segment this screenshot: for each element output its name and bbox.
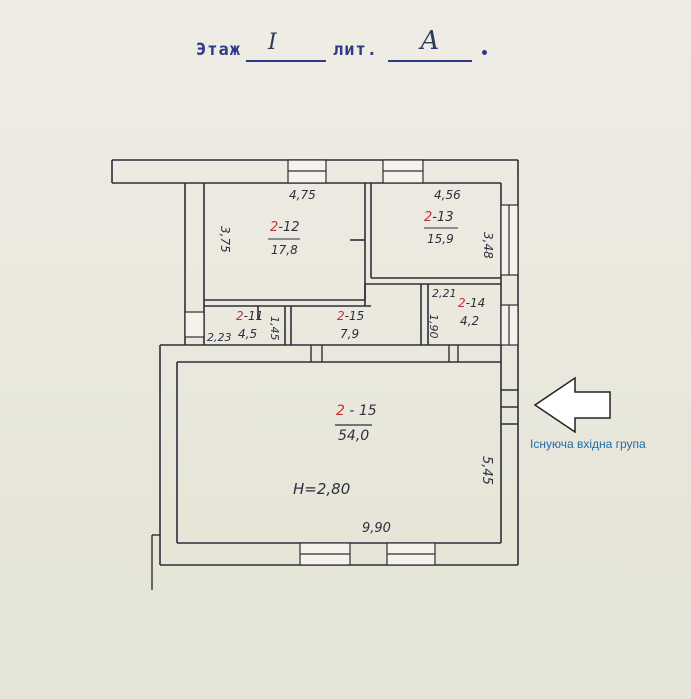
- floor-value: I: [268, 30, 277, 55]
- ceiling-height: H=2,80: [293, 480, 351, 498]
- entrance-note: Існуюча вхідна група: [530, 437, 646, 451]
- dim-room13-height: 3,48: [481, 232, 495, 259]
- liter-label: лит.: [333, 40, 378, 60]
- dim-room14-width: 2,21: [432, 287, 457, 300]
- dim-room11-height: 1,45: [268, 316, 281, 341]
- room-15-small-code: 2-15: [337, 309, 365, 323]
- dim-room12-height: 3,75: [218, 226, 232, 253]
- room-15-small-area: 7,9: [340, 327, 360, 341]
- room-12-area: 17,8: [271, 243, 298, 257]
- liter-value: А: [420, 26, 440, 56]
- room-11-area: 4,5: [238, 327, 258, 341]
- dim-top-right: 4,56: [434, 188, 461, 202]
- room-11-code: 2-11: [236, 309, 264, 323]
- dim-hall-width: 9,90: [362, 521, 391, 536]
- room-12-code: 2-12: [270, 220, 300, 235]
- header-dot: [482, 50, 487, 55]
- room-14-code: 2-14: [458, 296, 486, 310]
- hall-code: 2 - 15: [336, 403, 377, 419]
- dim-room11-width: 2,23: [207, 331, 232, 344]
- left-arrow-icon: [533, 376, 611, 434]
- floor-underline: [246, 60, 326, 62]
- room-14-area: 4,2: [460, 314, 480, 328]
- hall-area: 54,0: [338, 428, 370, 444]
- room-13-code: 2-13: [424, 210, 454, 225]
- floor-label: Этаж: [196, 40, 241, 60]
- dim-hall-height: 5,45: [479, 456, 494, 485]
- dim-top-left: 4,75: [289, 188, 316, 202]
- dim-room14-height: 1,90: [427, 314, 440, 339]
- liter-underline: [388, 60, 472, 62]
- room-13-area: 15,9: [427, 232, 454, 246]
